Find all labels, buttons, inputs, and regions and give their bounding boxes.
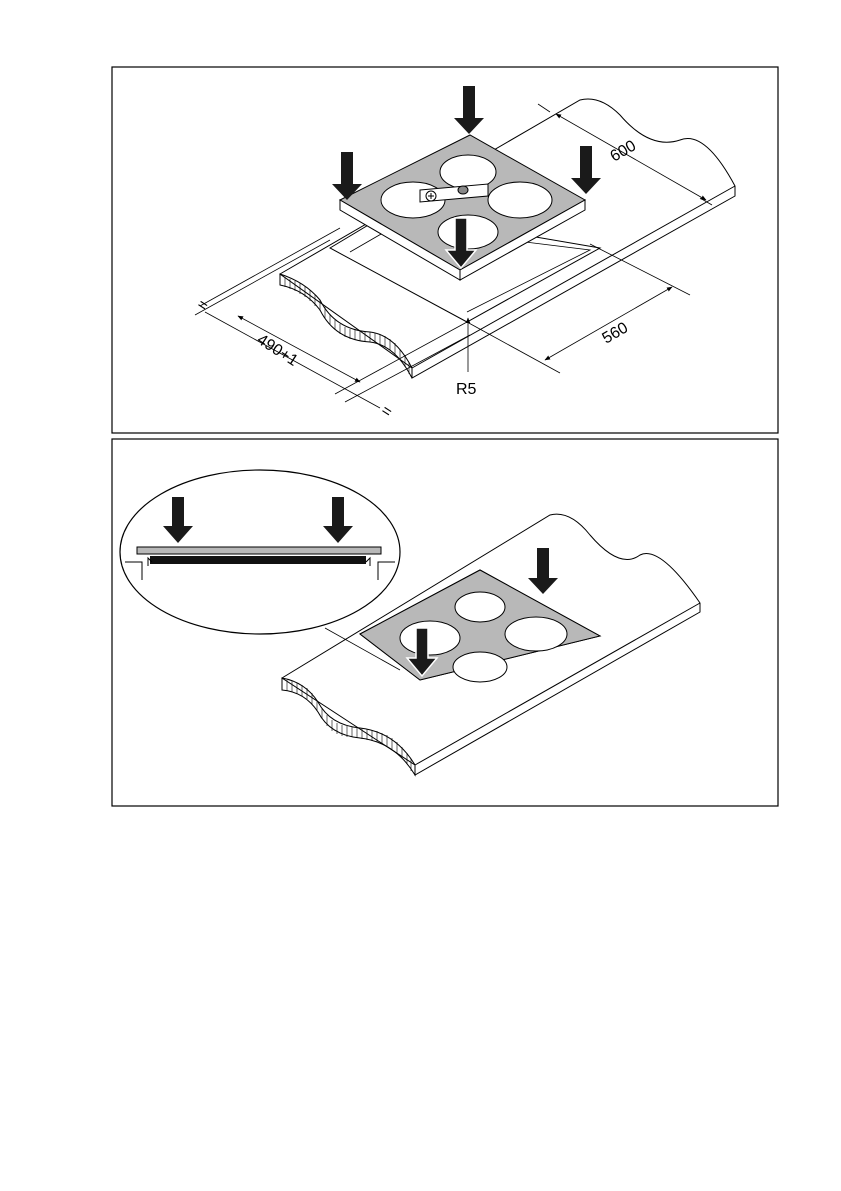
radius-label: R5: [456, 381, 477, 398]
hob-zone-right: [488, 182, 552, 218]
hob-zone-front: [453, 652, 507, 682]
hob-zone-rear: [455, 592, 505, 622]
bottom-figure-panel: [112, 439, 778, 806]
detail-view: [120, 470, 400, 634]
hob-zone-right: [505, 617, 567, 651]
hob-zone-left: [400, 621, 460, 655]
detail-seal: [150, 556, 366, 564]
hob-zone-front: [438, 215, 498, 249]
detail-hob-glass: [137, 547, 381, 554]
top-figure-panel: 600 560 490+1 R5 = =: [112, 67, 778, 433]
